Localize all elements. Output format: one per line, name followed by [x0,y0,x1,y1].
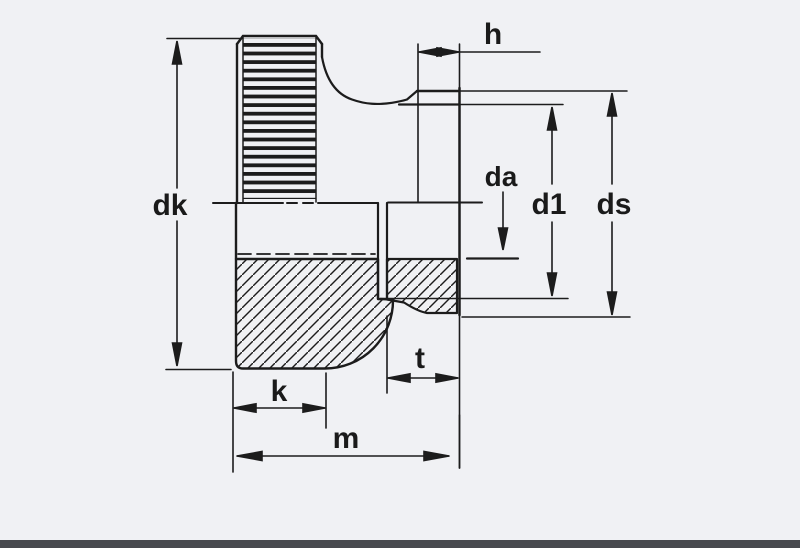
label-t: t [415,342,425,375]
label-h: h [484,18,502,51]
dimension-labels: dk h da d1 ds t k m [152,18,631,455]
flange-section-right [385,257,459,315]
dimension-t [386,315,459,394]
dimension-k [232,371,327,473]
label-m: m [333,422,360,455]
collar [212,43,483,261]
label-dk: dk [152,189,187,222]
label-d1: d1 [531,188,566,221]
joint-channel [376,201,389,301]
dimension-m [236,414,461,469]
label-da: da [485,161,518,192]
dimension-h [418,46,541,58]
knurl-texture [243,38,316,199]
label-k: k [271,375,288,408]
knurled-head [235,34,324,205]
dimension-d1 [379,103,569,300]
dimension-ds [458,90,631,318]
flange-section-left [234,257,395,370]
label-ds: ds [596,188,631,221]
dimension-dk [165,37,241,371]
dimensions [165,37,631,473]
bottom-edge-strip [0,540,800,548]
dimension-da [465,191,520,260]
